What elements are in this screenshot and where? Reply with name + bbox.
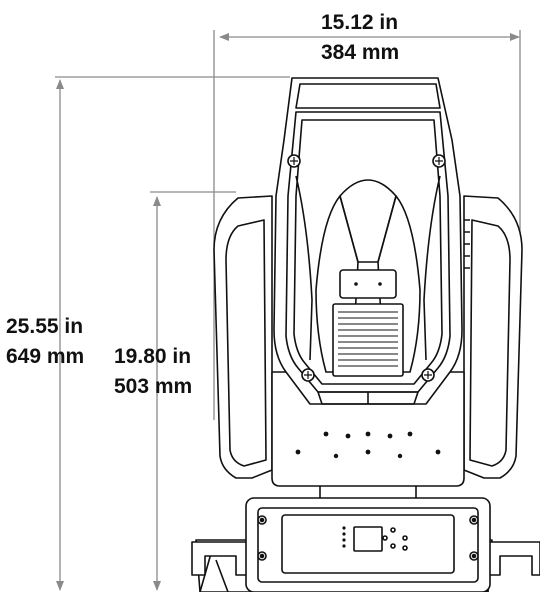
- heat-sink: [332, 303, 404, 377]
- lens-center-arch: [339, 179, 397, 263]
- dimension-lines: [55, 30, 521, 591]
- lcd-display: [353, 526, 383, 552]
- yoke-arm-left: [213, 195, 273, 479]
- width-metric-label: 384 mm: [321, 41, 400, 64]
- base-assembly: [191, 479, 540, 592]
- lens-side-right: [423, 175, 441, 361]
- width-imperial-label: 15.12 in: [321, 11, 399, 34]
- head-screws: [287, 154, 446, 382]
- yoke-arm-right-inner: [469, 219, 511, 467]
- label-plate: [339, 269, 397, 299]
- yoke-plate-holes: [295, 431, 441, 459]
- yoke-arm-left-inner: [225, 219, 267, 467]
- base-foot-left: [199, 549, 229, 592]
- body-height-imperial-label: 19.80 in: [114, 345, 192, 368]
- fixture-outline: [191, 77, 540, 592]
- heat-sink-fins: [338, 311, 398, 367]
- yoke-arm-right-grille: [464, 219, 470, 269]
- yoke-arms: [213, 195, 523, 479]
- base-screws: [257, 515, 479, 561]
- head-assembly: [273, 77, 463, 405]
- overall-height-metric-label: 649 mm: [6, 345, 85, 368]
- head-inner-lip: [293, 119, 443, 385]
- head-bottom-lip: [317, 391, 419, 405]
- head-outer: [273, 77, 463, 405]
- base-handle-right: [487, 541, 540, 576]
- yoke-arm-right: [463, 195, 523, 479]
- head-top-cap: [295, 83, 441, 109]
- lens-side-left: [295, 175, 313, 361]
- body-height-metric-label: 503 mm: [114, 375, 193, 398]
- status-leds: [342, 526, 346, 548]
- menu-buttons: [382, 527, 408, 551]
- overall-height-imperial-label: 25.55 in: [6, 315, 84, 338]
